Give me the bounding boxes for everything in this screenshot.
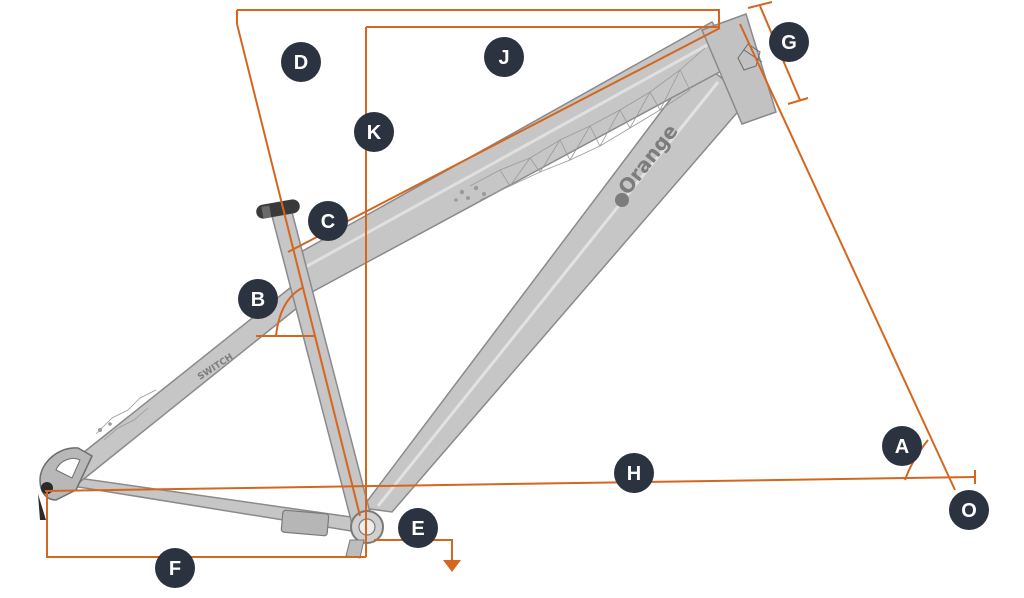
badge-g: G <box>769 22 809 62</box>
dim-c-line <box>287 27 721 253</box>
top-tube-highlight <box>299 36 721 272</box>
seat-stay-pattern <box>95 389 157 441</box>
badge-circle <box>769 22 809 62</box>
badge-label: C <box>321 211 335 233</box>
dimension-lines <box>44 1 976 560</box>
bike-frame: Orange SWITCH <box>38 13 777 559</box>
badge-e: E <box>398 508 438 548</box>
dim-f-line <box>46 491 366 558</box>
dim-h-line <box>44 476 976 492</box>
badge-b: B <box>238 279 278 319</box>
badge-label: A <box>895 436 909 458</box>
badge-h: H <box>614 453 654 493</box>
chain-guide-tab <box>345 539 365 559</box>
badge-o: O <box>949 490 989 530</box>
badge-d: D <box>281 42 321 82</box>
seat-stay <box>62 278 314 483</box>
down-tube-highlight <box>376 81 720 507</box>
badge-circle <box>155 548 195 588</box>
dim-e-line <box>374 539 453 560</box>
dim-g-tick-top <box>747 1 773 9</box>
badge-circle <box>238 279 278 319</box>
badge-circle <box>949 490 989 530</box>
badge-label: H <box>627 463 641 485</box>
badge-label: E <box>411 518 424 540</box>
frame-logo-mark-icon <box>615 193 629 207</box>
badge-f: F <box>155 548 195 588</box>
badge-label: G <box>781 32 797 54</box>
badge-circle <box>354 112 394 152</box>
top-tube-pattern <box>454 47 706 202</box>
badge-circle <box>398 508 438 548</box>
badge-label: J <box>498 47 509 69</box>
badge-c: C <box>308 201 348 241</box>
badge-label: F <box>169 558 181 580</box>
badge-circle <box>882 426 922 466</box>
badge-a: A <box>882 426 922 466</box>
badge-circle <box>484 37 524 77</box>
chainstay-bridge <box>280 509 330 537</box>
dim-g-tick-bottom <box>787 97 809 105</box>
dimension-badges: A B C D E F G H J K O <box>155 22 989 588</box>
dim-d-seat-line <box>236 23 361 517</box>
dim-d-line <box>237 9 720 28</box>
badge-circle <box>614 453 654 493</box>
badge-label: B <box>251 289 265 311</box>
bb-drop-arrow-icon <box>443 560 461 572</box>
seat-clamp <box>256 199 300 219</box>
badge-label: K <box>367 122 382 144</box>
badge-circle <box>308 201 348 241</box>
badge-label: O <box>961 500 977 522</box>
badge-label: D <box>294 52 308 74</box>
head-tube <box>701 13 777 125</box>
rear-dropout <box>38 447 93 520</box>
badge-circle <box>281 42 321 82</box>
head-badge-icon <box>737 43 763 71</box>
dim-a-line <box>739 23 956 491</box>
badge-k: K <box>354 112 394 152</box>
badge-j: J <box>484 37 524 77</box>
dim-b-arc <box>275 287 303 337</box>
